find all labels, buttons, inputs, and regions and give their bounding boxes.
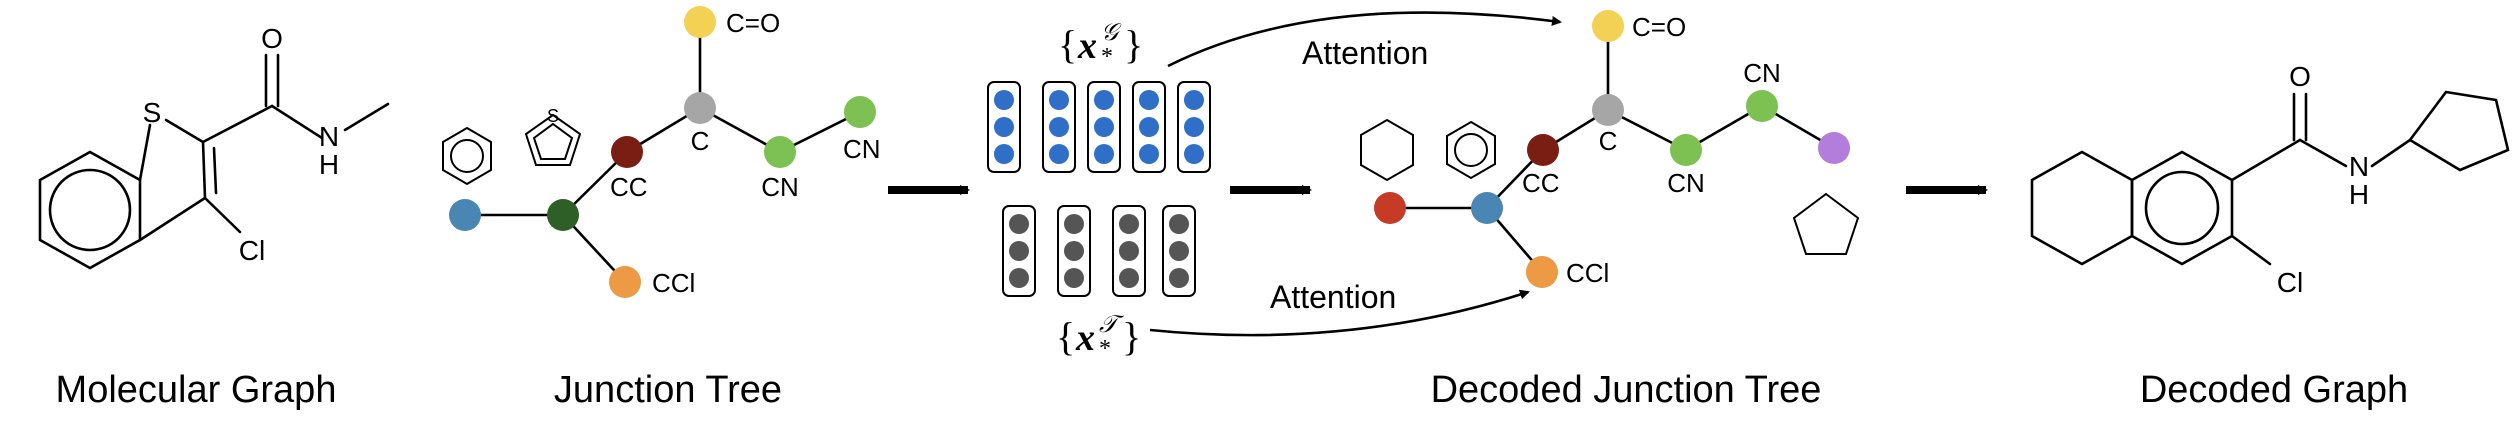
- molecule-structure: [38, 53, 390, 270]
- label-ccl: CCl: [652, 268, 695, 298]
- junction-tree-panel: S C=O C CC CN CN CCl Junction Tree: [442, 6, 881, 411]
- cyclohexane-ring-icon: [1360, 118, 1414, 182]
- svg-text:𝒢: 𝒢: [1101, 20, 1122, 46]
- atom-label-h: H: [319, 149, 339, 180]
- decoded-label-cn-2: CN: [1743, 58, 1781, 88]
- decoded-label-ccl: CCl: [1566, 258, 1609, 288]
- junction-tree-nodes: [449, 6, 876, 298]
- attention-curve-bottom: [1149, 289, 1530, 337]
- svg-text:}: }: [1124, 22, 1143, 67]
- decoded-atom-h: H: [2349, 179, 2369, 210]
- svg-text:{: {: [1058, 22, 1077, 67]
- caption-decoded-junction-tree: Decoded Junction Tree: [1431, 369, 1822, 411]
- decoded-node-orange: [1526, 256, 1558, 288]
- tree-vector-2: [1057, 205, 1091, 297]
- svg-text:*: *: [1101, 44, 1113, 70]
- graph-vector-5: [1177, 81, 1211, 173]
- node-cc-darkred: [611, 136, 643, 168]
- decoded-benzene-ring-icon: [1446, 120, 1496, 180]
- benzene-ring-icon: [442, 126, 492, 186]
- tree-vector-3: [1112, 205, 1146, 297]
- label-cc: CC: [610, 172, 648, 202]
- node-cn-green-1: [764, 136, 796, 168]
- attention-label-top: Attention: [1302, 35, 1428, 71]
- decoded-graph-panel: O N H Cl Decoded Graph: [2030, 61, 2510, 411]
- graph-vectors: [987, 81, 1211, 173]
- decoded-node-green-1: [1670, 134, 1702, 166]
- svg-text:x: x: [1075, 317, 1095, 359]
- caption-molecular-graph: Molecular Graph: [56, 369, 337, 411]
- decoded-node-yellow: [1592, 10, 1624, 42]
- decoded-node-gray: [1592, 94, 1624, 126]
- decoded-node-red: [1374, 192, 1406, 224]
- node-cn-green-2: [844, 96, 876, 128]
- label-c: C: [691, 126, 710, 156]
- graph-vectors-label: { x 𝒢 * }: [1058, 20, 1143, 70]
- molecular-graph-panel: S O N H Cl Molecular Graph: [38, 23, 390, 411]
- node-ccl-orange: [609, 266, 641, 298]
- decoded-label-co: C=O: [1632, 12, 1686, 42]
- caption-junction-tree: Junction Tree: [554, 369, 782, 411]
- junction-tree-edges: [465, 22, 861, 283]
- atom-label-o: O: [261, 23, 283, 54]
- svg-text:}: }: [1122, 314, 1141, 359]
- atom-label-cl: Cl: [239, 235, 265, 266]
- decoded-node-bluegray: [1471, 192, 1503, 224]
- decoded-molecule-structure: [2030, 90, 2510, 266]
- atom-label-n: N: [319, 121, 339, 152]
- graph-vector-1: [987, 81, 1021, 173]
- decoded-atom-o: O: [2289, 61, 2311, 92]
- svg-text:{: {: [1056, 314, 1075, 359]
- node-c-yellow: [684, 6, 716, 38]
- atom-label-s: S: [143, 97, 162, 128]
- node-c-gray: [684, 92, 716, 124]
- label-cn-2: CN: [843, 134, 881, 164]
- decoded-atom-cl: Cl: [2277, 267, 2303, 298]
- attention-label-bottom: Attention: [1270, 279, 1396, 315]
- decoded-label-cn-1: CN: [1667, 168, 1705, 198]
- cyclopentane-ring-icon: [1792, 192, 1860, 255]
- node-bluegray: [449, 199, 481, 231]
- decoded-node-darkred: [1527, 134, 1559, 166]
- svg-text:*: *: [1099, 336, 1111, 362]
- caption-decoded-graph: Decoded Graph: [2140, 369, 2408, 411]
- attention-curve-top: [1167, 11, 1562, 68]
- tree-vectors-label: { x 𝒯 * }: [1056, 312, 1141, 362]
- thiophene-ring-icon: [524, 113, 582, 166]
- latent-vectors-panel: { x 𝒢 * }: [987, 20, 1211, 362]
- decoded-node-green-2: [1746, 90, 1778, 122]
- thiophene-s-label: S: [547, 106, 559, 126]
- decoded-label-cc: CC: [1522, 168, 1560, 198]
- label-co: C=O: [726, 8, 780, 38]
- decoded-atom-n: N: [2349, 151, 2369, 182]
- tree-vector-4: [1162, 205, 1196, 297]
- tree-vector-1: [1002, 205, 1036, 297]
- tree-vectors: [1002, 205, 1196, 297]
- graph-vector-2: [1042, 81, 1076, 173]
- decoded-node-purple: [1818, 132, 1850, 164]
- node-hub-darkgreen: [547, 199, 579, 231]
- decoded-label-c: C: [1599, 126, 1618, 156]
- decoded-junction-tree-panel: C=O C CC CN CN CCl Decoded Junction Tree: [1360, 10, 1860, 411]
- graph-vector-4: [1132, 81, 1166, 173]
- graph-vector-3: [1087, 81, 1121, 173]
- decoded-tree-nodes: [1374, 10, 1850, 288]
- label-cn-1: CN: [761, 172, 799, 202]
- svg-text:x: x: [1077, 25, 1097, 67]
